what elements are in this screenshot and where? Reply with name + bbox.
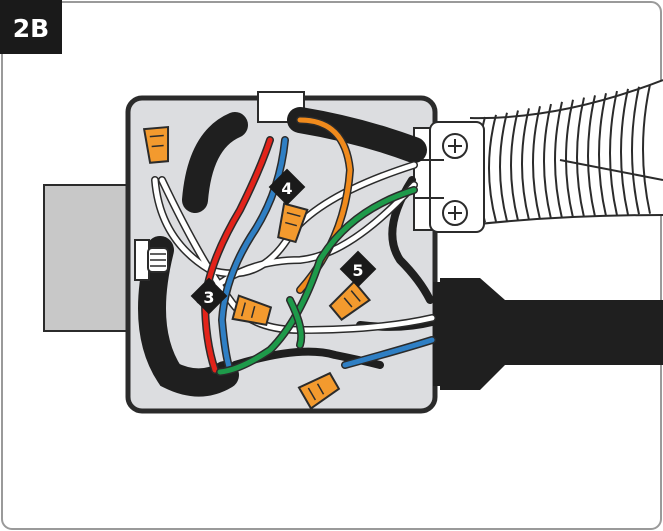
wire-nut (277, 202, 309, 244)
step-callout-5: 5 (339, 250, 377, 288)
conduit-ridge (576, 97, 585, 218)
conduit-ridge (532, 105, 541, 220)
wire-nut (328, 280, 372, 321)
clamp-screw-icon (442, 200, 468, 226)
clamp-screw-icon (442, 133, 468, 159)
conduit-ridge (598, 93, 607, 217)
conduit-ridge (543, 103, 552, 220)
nm-cable-sheath (440, 278, 663, 390)
conduit-ridge (510, 110, 519, 221)
conduit-ridge (554, 101, 563, 219)
conduit-ridge (499, 112, 508, 222)
ground-screw-icon (134, 239, 169, 281)
step-callout-number: 5 (352, 261, 363, 280)
panel-label: 2B (13, 14, 49, 43)
conduit-ridge (587, 95, 596, 217)
conduit-ridge (631, 86, 640, 215)
wire-nut (231, 294, 273, 326)
conduit-ridge (609, 90, 618, 216)
conduit-ridge (521, 108, 530, 221)
step-callout-number: 4 (281, 179, 292, 198)
wire-nut (297, 371, 341, 410)
conduit-ridge (565, 99, 574, 218)
wall-stud (43, 184, 135, 332)
cable-clamp (433, 282, 445, 386)
flexible-conduit (469, 79, 663, 226)
wire-nut (142, 125, 170, 164)
step-callout-4: 4 (268, 168, 306, 206)
panel-label-badge: 2B (0, 0, 62, 54)
conduit-ridge (642, 84, 651, 214)
step-callout-number: 3 (203, 288, 214, 307)
conduit-ridge (488, 114, 497, 222)
conduit-ridge (620, 88, 629, 216)
step-callout-3: 3 (190, 277, 228, 315)
